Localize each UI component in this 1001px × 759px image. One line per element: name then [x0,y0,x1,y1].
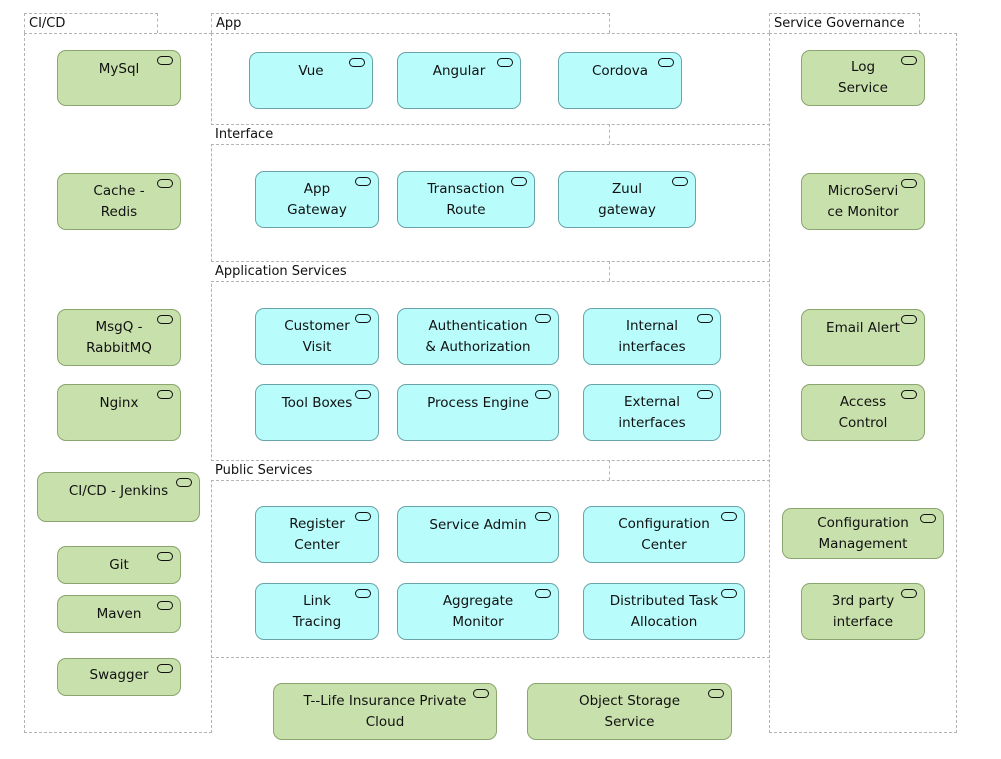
service-icon [697,314,713,323]
component-cicd-jenkins[interactable]: CI/CD - Jenkins [37,472,200,522]
component-aggregate-monitor[interactable]: Aggregate Monitor [397,583,559,640]
service-icon [901,589,917,598]
service-icon [157,601,173,610]
service-icon [535,589,551,598]
governance-group-title: Service Governance [769,13,920,33]
component-zuul-gateway[interactable]: Zuul gateway [558,171,696,228]
governance-group [769,33,957,733]
component-cache-redis[interactable]: Cache - Redis [57,173,181,230]
component-link-tracing[interactable]: Link Tracing [255,583,379,640]
component-tool-boxes[interactable]: Tool Boxes [255,384,379,441]
service-icon [157,179,173,188]
application-services-section-title: Application Services [211,262,411,281]
component-msgq-rabbitmq[interactable]: MsgQ - RabbitMQ [57,309,181,366]
service-icon [901,390,917,399]
component-process-engine[interactable]: Process Engine [397,384,559,441]
component-cordova[interactable]: Cordova [558,52,682,109]
service-icon [535,390,551,399]
service-icon [355,314,371,323]
component-distributed-task-allocation[interactable]: Distributed Task Allocation [583,583,745,640]
service-icon [157,552,173,561]
service-icon [535,512,551,521]
service-icon [157,390,173,399]
component-configuration-management[interactable]: Configuration Management [782,508,944,559]
service-icon [708,689,724,698]
component-app-gateway[interactable]: App Gateway [255,171,379,228]
service-icon [721,589,737,598]
public-services-section-title: Public Services [211,461,411,480]
component-swagger[interactable]: Swagger [57,658,181,696]
service-icon [497,58,513,67]
component-private-cloud[interactable]: T--Life Insurance Private Cloud [273,683,497,740]
service-icon [721,512,737,521]
service-icon [697,390,713,399]
service-icon [658,58,674,67]
service-icon [355,589,371,598]
service-icon [920,514,936,523]
interface-section-title: Interface [211,125,411,144]
component-git[interactable]: Git [57,546,181,584]
app-group-title: App [211,13,610,33]
component-external-interfaces[interactable]: External interfaces [583,384,721,441]
component-internal-interfaces[interactable]: Internal interfaces [583,308,721,365]
component-customer-visit[interactable]: Customer Visit [255,308,379,365]
component-register-center[interactable]: Register Center [255,506,379,563]
service-icon [176,478,192,487]
component-email-alert[interactable]: Email Alert [801,309,925,366]
component-service-admin[interactable]: Service Admin [397,506,559,563]
component-mysql[interactable]: MySql [57,50,181,106]
service-icon [535,314,551,323]
service-icon [355,177,371,186]
service-icon [901,315,917,324]
service-icon [157,664,173,673]
component-angular[interactable]: Angular [397,52,521,109]
cicd-group-title: CI/CD [24,13,158,33]
service-icon [355,512,371,521]
service-icon [901,56,917,65]
service-icon [672,177,688,186]
component-nginx[interactable]: Nginx [57,384,181,441]
service-icon [355,390,371,399]
component-object-storage[interactable]: Object Storage Service [527,683,732,740]
service-icon [157,315,173,324]
component-log-service[interactable]: Log Service [801,50,925,106]
service-icon [349,58,365,67]
component-3rd-party-interface[interactable]: 3rd party interface [801,583,925,640]
component-authentication-authorization[interactable]: Authentication & Authorization [397,308,559,365]
component-transaction-route[interactable]: Transaction Route [397,171,535,228]
component-access-control[interactable]: Access Control [801,384,925,441]
component-configuration-center[interactable]: Configuration Center [583,506,745,563]
service-icon [473,689,489,698]
component-microservice-monitor[interactable]: MicroServi ce Monitor [801,173,925,230]
component-maven[interactable]: Maven [57,595,181,633]
component-vue[interactable]: Vue [249,52,373,109]
service-icon [901,179,917,188]
service-icon [511,177,527,186]
service-icon [157,56,173,65]
